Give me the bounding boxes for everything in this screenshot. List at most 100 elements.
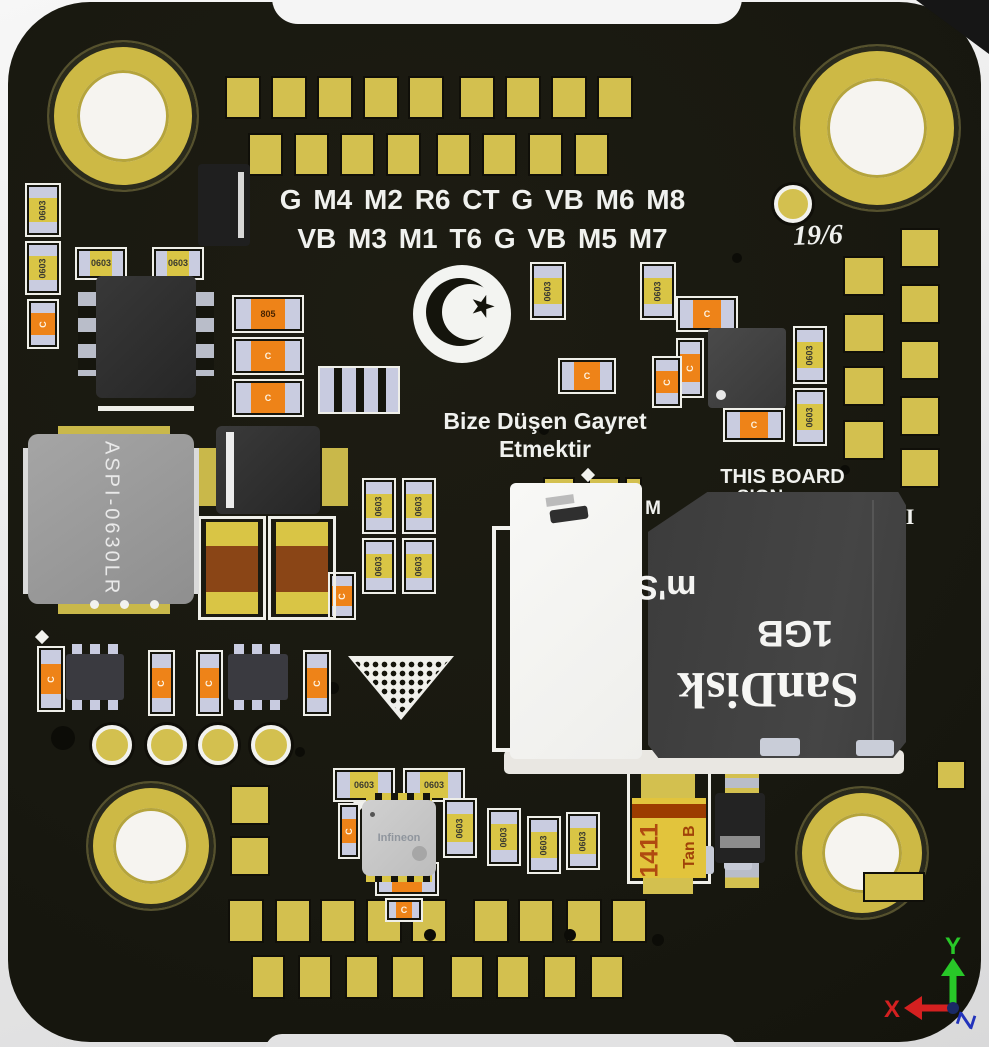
solder-pad bbox=[322, 901, 354, 941]
capacitor-chip: C bbox=[385, 898, 423, 922]
power-inductor: ASPI-0630LR bbox=[28, 434, 194, 604]
resistor-0603: 0603 bbox=[527, 816, 561, 874]
capacitor-chip: C bbox=[303, 650, 331, 716]
mcu-pads-top bbox=[366, 793, 432, 802]
solder-pad bbox=[845, 422, 883, 458]
solder-pad bbox=[498, 957, 528, 997]
solder-pad bbox=[484, 135, 515, 174]
solder-pad bbox=[452, 957, 482, 997]
solder-pad bbox=[232, 838, 268, 874]
resistor-0603: 0603 bbox=[362, 538, 396, 594]
solder-pad bbox=[865, 874, 923, 900]
via bbox=[652, 934, 664, 946]
inductor-dot-3 bbox=[150, 600, 159, 609]
pin-labels-bottom-row: VB M3 M1 T6 G VB M5 M7 bbox=[297, 223, 668, 254]
solder-pad bbox=[553, 78, 585, 117]
solder-pad bbox=[277, 901, 309, 941]
solder-pad bbox=[319, 78, 351, 117]
sd-slot-bracket bbox=[492, 526, 510, 752]
via bbox=[295, 747, 305, 757]
solder-pad bbox=[902, 286, 938, 322]
solder-pad bbox=[507, 78, 539, 117]
mcu-corner-circle bbox=[412, 846, 427, 861]
regulator-ic bbox=[96, 276, 196, 398]
capacitor-chip: C bbox=[232, 379, 304, 417]
axis-x-label: X bbox=[884, 996, 900, 1023]
regulator-silkline bbox=[98, 406, 194, 411]
inductor-pin-right bbox=[194, 448, 199, 594]
via bbox=[732, 253, 742, 263]
solder-pad bbox=[592, 957, 622, 997]
resistor-0603: 0603 bbox=[75, 247, 127, 280]
motto-line2: Etmektir bbox=[498, 436, 592, 462]
resistor-0603: 0603 bbox=[793, 326, 827, 384]
resistor-0603: 0603 bbox=[402, 538, 436, 594]
solder-pad bbox=[230, 901, 262, 941]
sot-ic-right bbox=[228, 654, 288, 700]
via bbox=[840, 465, 850, 475]
capacitor-chip: C bbox=[723, 408, 785, 442]
sd-card-brand: SanDisk bbox=[677, 661, 859, 717]
board-top-edge-notch bbox=[272, 0, 742, 24]
capacitor-chip: C bbox=[328, 572, 356, 620]
resistor-0603: 0603 bbox=[333, 768, 395, 802]
solder-pad bbox=[938, 762, 964, 788]
solder-pad bbox=[227, 78, 259, 117]
axis-gizmo[interactable]: Y X Z bbox=[850, 920, 985, 1045]
through-hole-pad bbox=[774, 185, 812, 223]
mcu-pin1-dot bbox=[370, 812, 375, 817]
bulk-cap-pad-right bbox=[322, 448, 348, 506]
solder-pad bbox=[273, 78, 305, 117]
solder-pad bbox=[296, 135, 327, 174]
via bbox=[539, 425, 549, 435]
through-hole-pad bbox=[92, 725, 132, 765]
solder-pad bbox=[300, 957, 330, 997]
diode-stripe bbox=[720, 836, 760, 848]
board-note-line1: THIS BOARD bbox=[720, 466, 845, 488]
tantalum-outline-left bbox=[198, 516, 266, 620]
inductor-pin-left bbox=[23, 448, 28, 594]
resistor-0603: 0603 bbox=[152, 247, 204, 280]
crescent-star-logo: ★ bbox=[413, 265, 511, 363]
sd-card bbox=[648, 492, 906, 758]
brown-cap-left bbox=[206, 522, 258, 614]
regulator-pin bbox=[78, 292, 96, 376]
solder-pad bbox=[393, 957, 423, 997]
solder-pad bbox=[253, 957, 283, 997]
resistor-0603: 0603 bbox=[566, 812, 600, 870]
solder-pad bbox=[902, 230, 938, 266]
solder-pad bbox=[613, 901, 645, 941]
bulk-capacitor-stripe bbox=[226, 432, 234, 508]
sd-slot bbox=[510, 483, 642, 759]
axis-origin-dot[interactable] bbox=[947, 1002, 959, 1014]
board-note-partial-m: M bbox=[645, 498, 661, 519]
resistor-0603: 0603 bbox=[640, 262, 676, 320]
solder-pad bbox=[410, 78, 442, 117]
via bbox=[564, 929, 576, 941]
solder-pad bbox=[475, 901, 507, 941]
through-hole-pad bbox=[251, 725, 291, 765]
capacitor-chip: C bbox=[148, 650, 175, 716]
capacitor-chip: C bbox=[558, 358, 616, 394]
solder-pad bbox=[545, 957, 575, 997]
capacitor-chip: C bbox=[37, 646, 65, 712]
board-bottom-edge-notch bbox=[265, 1034, 737, 1047]
resistor-0603: 0603 bbox=[403, 768, 465, 802]
solder-pad bbox=[845, 315, 883, 351]
tantalum-1411-pad-top bbox=[641, 770, 695, 798]
axis-y-arrowhead bbox=[941, 958, 965, 976]
mcu-brand-label: Infineon bbox=[377, 832, 421, 844]
solder-pad bbox=[530, 135, 561, 174]
tantalum-type-label: Tan B bbox=[681, 825, 698, 869]
resistor-0603: 0603 bbox=[362, 478, 396, 534]
motto-line1: Bize Düşen Gayret bbox=[443, 408, 647, 434]
through-hole-pad bbox=[147, 725, 187, 765]
sot-ic-left bbox=[66, 654, 124, 700]
solder-pad bbox=[902, 450, 938, 486]
inductor-dot-1 bbox=[90, 600, 99, 609]
sd-card-seam bbox=[872, 500, 874, 750]
axis-x-arrowhead bbox=[904, 996, 922, 1020]
diode-pad-top bbox=[725, 770, 759, 796]
pin-labels-top-row: G M4 M2 R6 CT G VB M6 M8 bbox=[279, 184, 686, 215]
